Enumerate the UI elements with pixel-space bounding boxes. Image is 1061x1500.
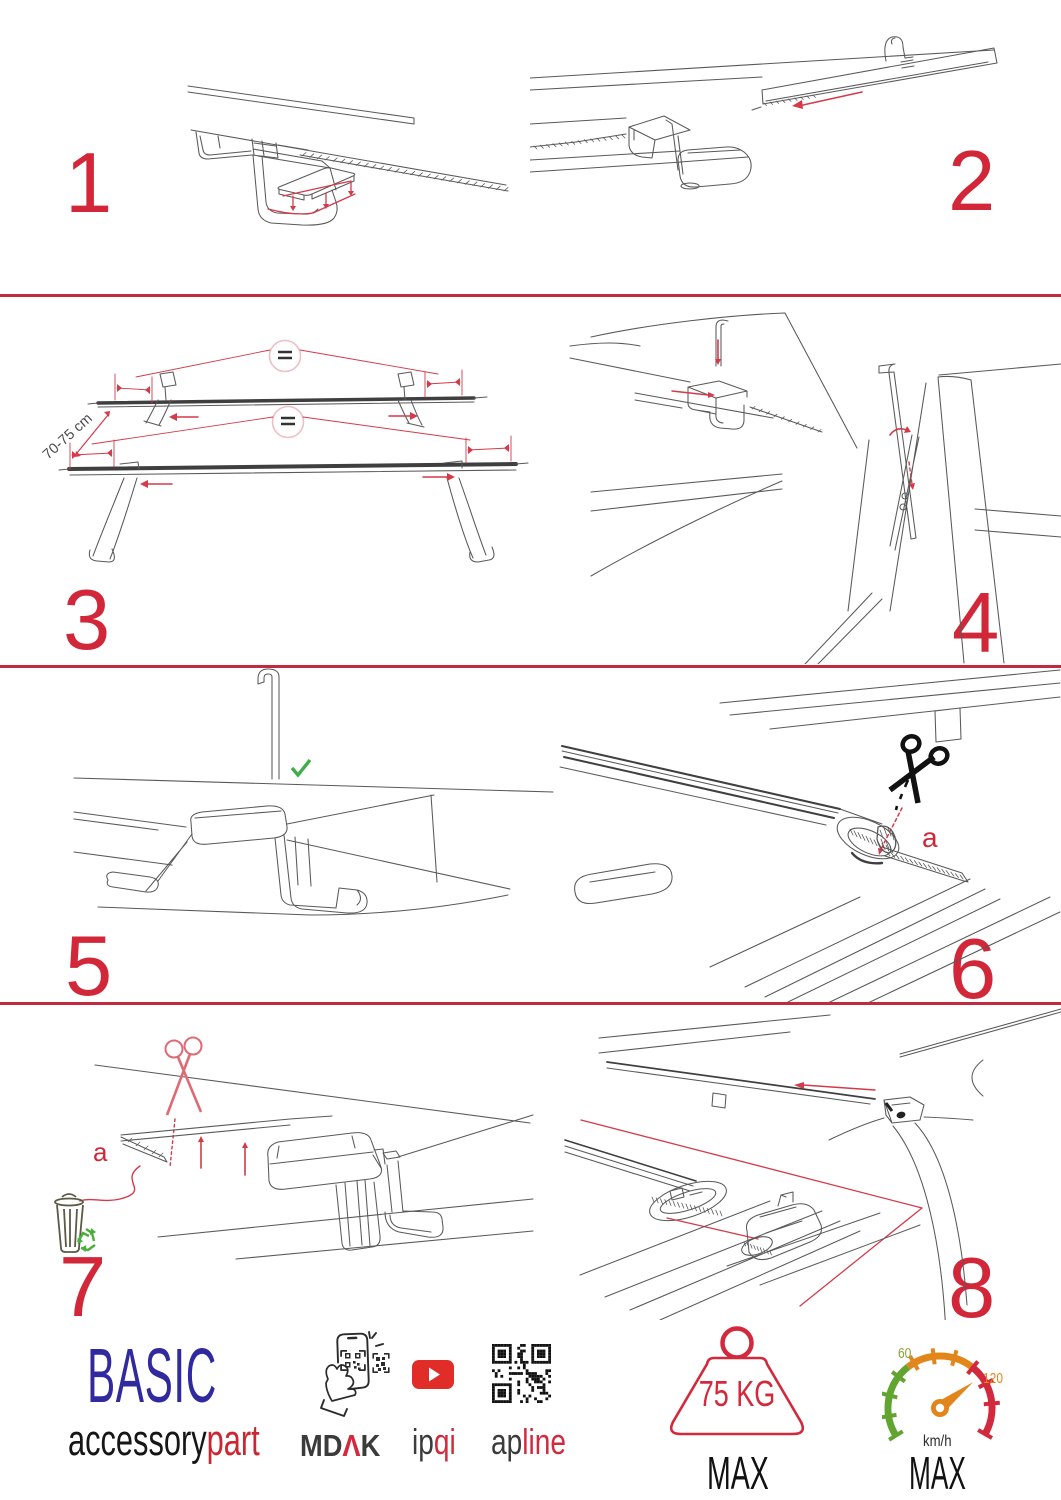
svg-text:70-75 cm: 70-75 cm xyxy=(40,411,96,463)
svg-text:120: 120 xyxy=(983,1370,1003,1387)
svg-text:a: a xyxy=(922,822,938,853)
svg-text:60: 60 xyxy=(898,1345,912,1362)
svg-text:75 KG: 75 KG xyxy=(699,1373,776,1414)
svg-text:a: a xyxy=(93,1137,108,1167)
svg-text:km/h: km/h xyxy=(923,1433,952,1450)
